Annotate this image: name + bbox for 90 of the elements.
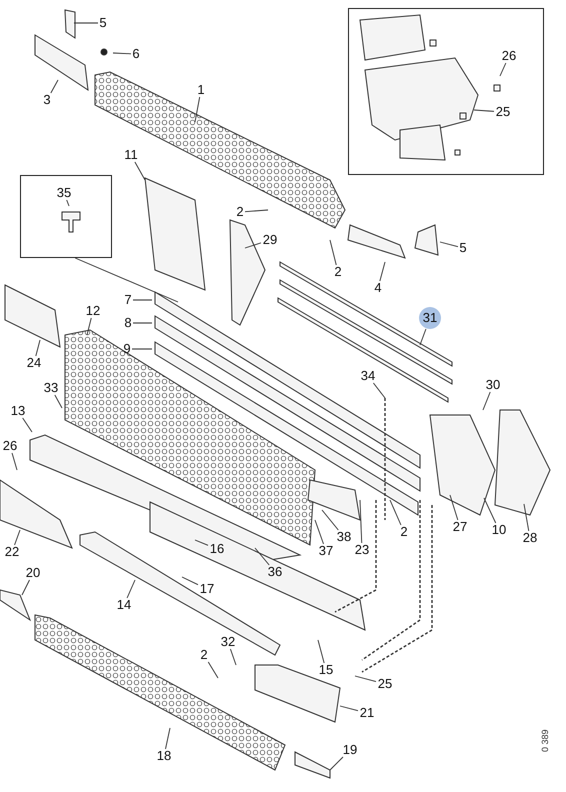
callout-number: 9 [122, 342, 132, 356]
callout-number: 26 [500, 49, 518, 63]
leader-line [484, 498, 496, 524]
callout-number: 26 [1, 439, 19, 453]
leader-line [54, 394, 62, 408]
callout-number: 7 [123, 293, 133, 307]
leader-line [12, 452, 18, 470]
callout-number: 3 [42, 93, 52, 107]
leader-line [182, 576, 198, 586]
callout-number: 1 [196, 83, 206, 97]
leader-line [22, 418, 32, 432]
callout-number: 34 [359, 369, 377, 383]
leader-line [126, 580, 136, 598]
callout-number: 28 [521, 531, 539, 545]
callout-number: 5 [458, 241, 468, 255]
callout-number: 10 [490, 523, 508, 537]
leader-line [14, 530, 20, 546]
callout-number: 33 [42, 381, 60, 395]
leader-line [244, 242, 262, 248]
leader-line [420, 328, 426, 346]
callout-number: 22 [3, 545, 21, 559]
leader-line [86, 318, 92, 336]
callout-number: 17 [198, 582, 216, 596]
leader-line [330, 756, 344, 770]
leader-line [360, 500, 362, 544]
callout-number: 21 [358, 706, 376, 720]
callout-number: 19 [341, 743, 359, 757]
callout-number: 2 [399, 525, 409, 539]
callout-number: 6 [131, 47, 141, 61]
leader-line [230, 648, 236, 666]
callout-number: 2 [333, 265, 343, 279]
callout-number: 31 [419, 307, 441, 329]
callout-number: 24 [25, 356, 43, 370]
leader-line [132, 322, 152, 324]
callout-number: 25 [376, 677, 394, 691]
leader-line [354, 676, 376, 682]
callout-number: 16 [208, 542, 226, 556]
callout-number: 14 [115, 598, 133, 612]
callout-number: 4 [373, 281, 383, 295]
callout-number: 23 [353, 543, 371, 557]
callout-number: 12 [84, 304, 102, 318]
inset-box [348, 8, 544, 175]
leader-line [50, 80, 58, 94]
leader-line [372, 382, 386, 398]
leader-line [524, 504, 530, 532]
leader-line [450, 494, 458, 520]
callout-number: 30 [484, 378, 502, 392]
leader-line [379, 262, 386, 282]
leader-line [194, 540, 208, 546]
callout-number: 11 [122, 148, 140, 162]
leader-line [254, 548, 270, 566]
callout-number: 8 [123, 316, 133, 330]
callout-number: 5 [98, 16, 108, 30]
leader-line [22, 580, 30, 596]
leader-line [322, 510, 339, 530]
leader-line [74, 22, 98, 24]
leader-line [165, 728, 170, 750]
leader-line [112, 52, 132, 54]
callout-number: 2 [199, 648, 209, 662]
callout-number: 32 [219, 635, 237, 649]
drawing-number: 0 389 [540, 729, 550, 752]
callout-number: 18 [155, 749, 173, 763]
leader-line [66, 200, 70, 206]
leader-line [474, 110, 494, 112]
callout-number: 27 [451, 520, 469, 534]
callout-number: 38 [335, 530, 353, 544]
leader-line [340, 706, 358, 712]
callout-number: 37 [317, 544, 335, 558]
callout-number: 36 [266, 565, 284, 579]
leader-line [390, 500, 402, 526]
leader-line [132, 348, 152, 350]
leader-line [318, 640, 325, 664]
leader-line [35, 340, 40, 356]
callout-number: 13 [9, 404, 27, 418]
callout-number: 2 [235, 205, 245, 219]
leader-line [500, 62, 506, 76]
callout-number: 25 [494, 105, 512, 119]
callout-number: 15 [317, 663, 335, 677]
callout-number: 20 [24, 566, 42, 580]
leader-line [194, 96, 200, 122]
leader-line [244, 210, 268, 212]
leader-line [134, 162, 146, 180]
leader-line [208, 662, 218, 678]
inset-box [20, 175, 112, 258]
callout-number: 29 [261, 233, 279, 247]
callout-number: 35 [55, 186, 73, 200]
leader-line [440, 242, 458, 248]
leader-line [314, 520, 324, 544]
leader-line [330, 240, 337, 266]
leader-line [482, 392, 491, 410]
